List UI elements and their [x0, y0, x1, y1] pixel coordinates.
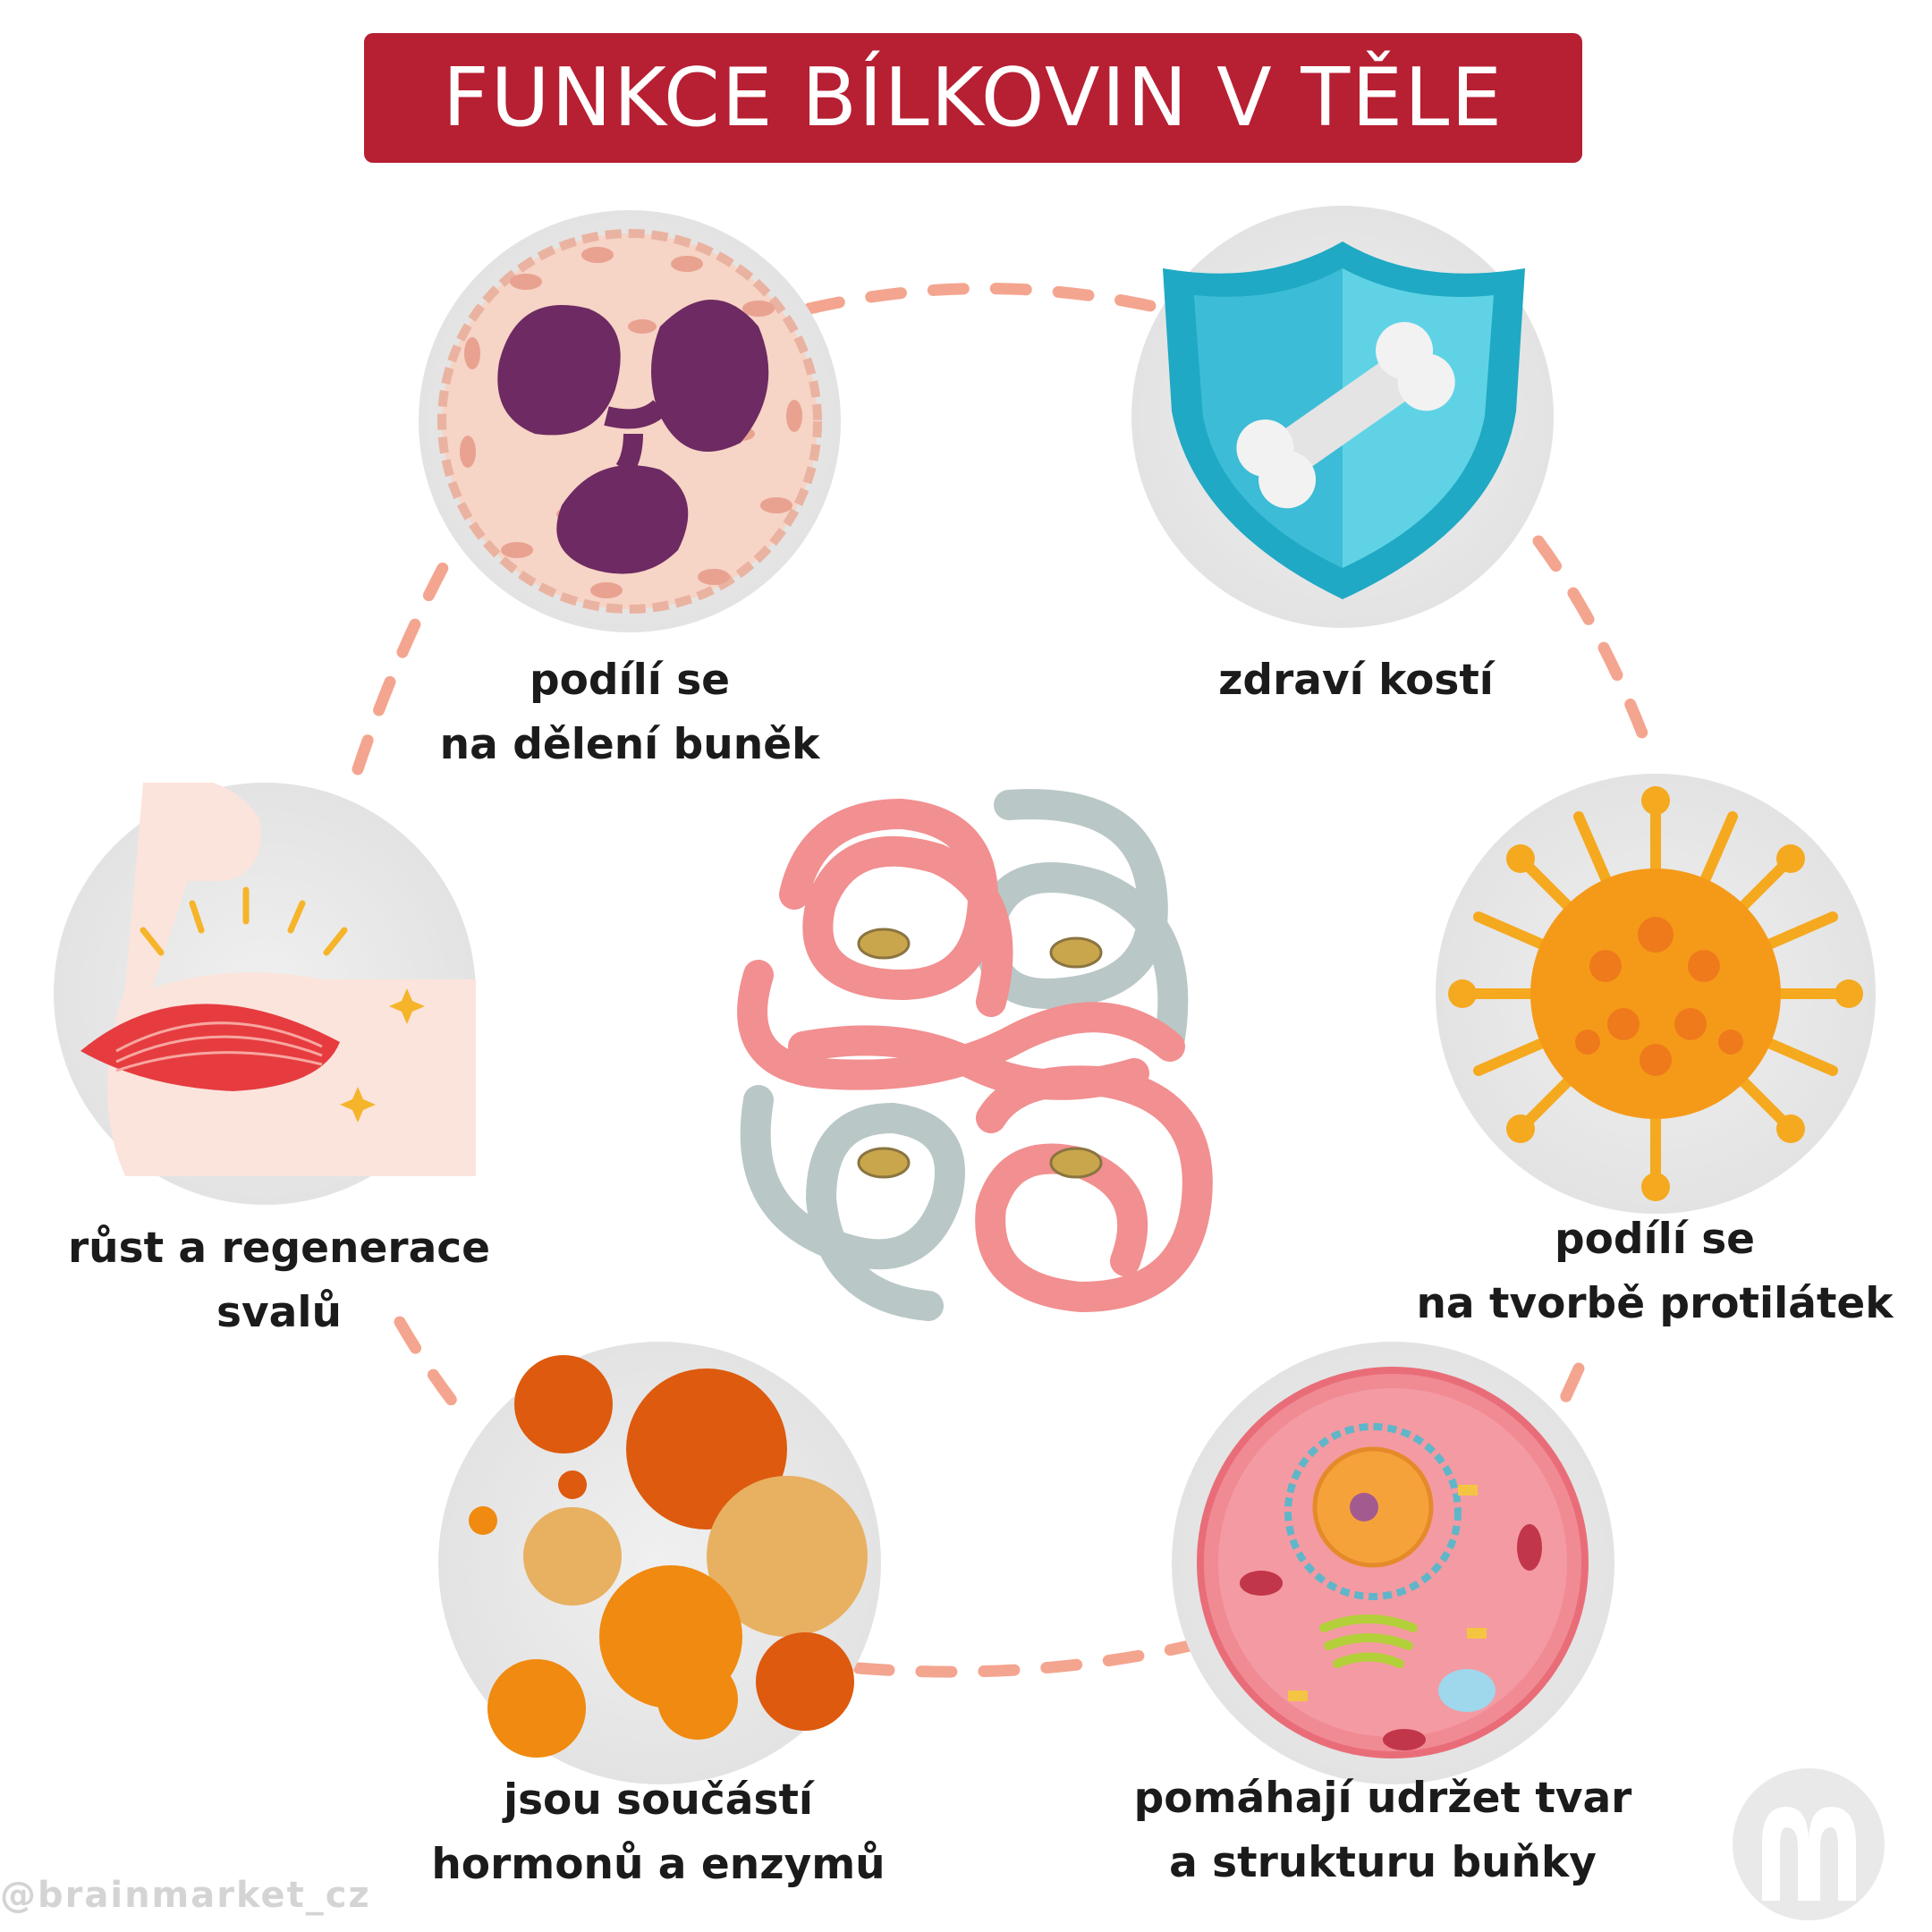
bubble-cell-structure: [1172, 1342, 1614, 1784]
label-bone-health: zdraví kostí: [1218, 656, 1494, 705]
bone-shield-icon: [1163, 242, 1525, 599]
label-muscle: růst a regenerace svalů: [67, 1224, 491, 1337]
bubble-cell-division: [419, 210, 841, 632]
title-banner: FUNKCE BÍLKOVIN V TĚLE: [364, 33, 1582, 163]
brainmarket-logo-icon: [1733, 1768, 1885, 1920]
watermark: @brainmarket_cz: [0, 1875, 371, 1916]
protein-molecule-icon: [737, 789, 1213, 1321]
cell-structure-icon: [1197, 1367, 1589, 1758]
bubble-muscle: [54, 783, 476, 1205]
bubble-hormones: [438, 1342, 881, 1784]
label-cell-structure: pomáhají udržet tvar a strukturu buňky: [1133, 1774, 1632, 1887]
muscle-arm-icon: [80, 783, 476, 1176]
bubble-bone-health: [1131, 206, 1554, 628]
hormone-enzyme-blobs-icon: [469, 1355, 868, 1758]
virus-antibody-icon: [1448, 786, 1863, 1201]
label-hormones: jsou součástí hormonů a enzymů: [431, 1775, 886, 1889]
label-cell-division: podílí se na dělení buněk: [439, 656, 820, 769]
bubble-antibodies: [1436, 774, 1876, 1214]
label-antibodies: podílí se na tvorbě protilátek: [1416, 1215, 1894, 1328]
cell-division-icon: [437, 229, 822, 614]
page-title: FUNKCE BÍLKOVIN V TĚLE: [442, 51, 1504, 145]
